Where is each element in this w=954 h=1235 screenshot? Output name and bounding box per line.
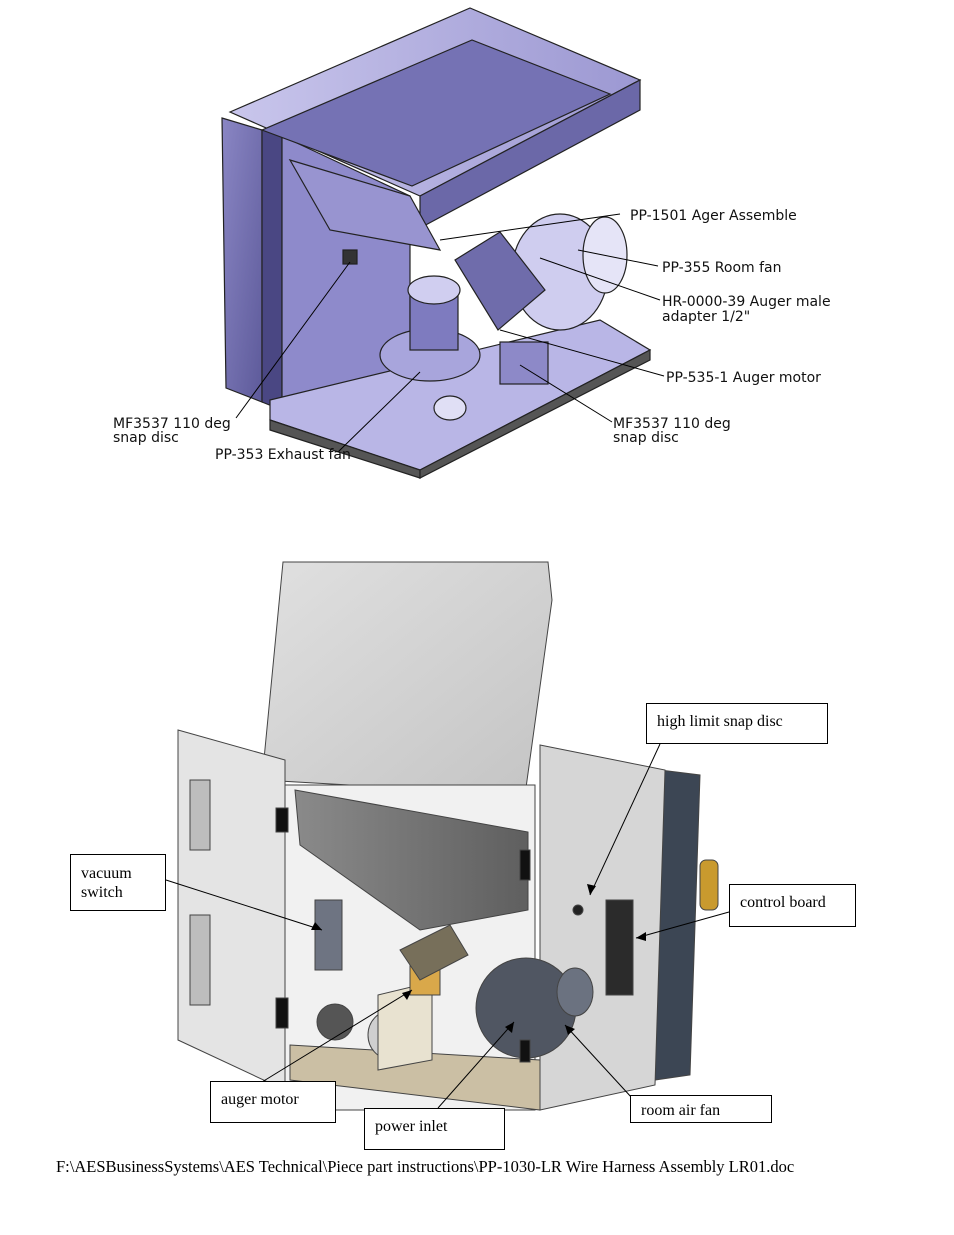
top-cabinet-drawing — [221, 7, 652, 479]
high-limit-snap-disc-callout: high limit snap disc — [646, 703, 828, 744]
top-assembly-diagram: PP-1501 Ager Assemble PP-355 Room fan HR… — [113, 7, 831, 479]
auger-adapter-label-line2: adapter 1/2" — [662, 309, 750, 325]
high-limit-snap-disc-text: high limit snap disc — [657, 713, 783, 730]
control-board-callout: control board — [729, 884, 856, 927]
control-board-text: control board — [740, 894, 826, 911]
auger-adapter-label-line1: HR-0000-39 Auger male — [662, 294, 831, 310]
auger-motor-text: auger motor — [221, 1091, 299, 1108]
bottom-cabinet-drawing — [177, 561, 719, 1111]
snap-disc-left-label-line2: snap disc — [113, 430, 179, 446]
vacuum-switch-callout: vacuum switch — [70, 854, 166, 911]
room-air-fan-callout: room air fan — [630, 1095, 772, 1123]
room-air-fan-text: room air fan — [641, 1102, 721, 1119]
top-leader-lines — [235, 213, 665, 453]
power-inlet-text: power inlet — [375, 1118, 448, 1135]
snap-disc-right-label-line1: MF3537 110 deg — [613, 416, 731, 432]
room-fan-label: PP-355 Room fan — [662, 260, 782, 276]
auger-motor-callout: auger motor — [210, 1081, 336, 1123]
document-file-path: F:\AESBusinessSystems\AES Technical\Piec… — [56, 1157, 795, 1176]
snap-disc-left-label-line1: MF3537 110 deg — [113, 416, 231, 432]
vacuum-switch-text-line2: switch — [81, 884, 123, 901]
power-inlet-callout: power inlet — [364, 1108, 505, 1150]
ager-assembly-label: PP-1501 Ager Assemble — [630, 208, 797, 224]
snap-disc-right-label-line2: snap disc — [613, 430, 679, 446]
bottom-leader-lines — [165, 743, 730, 1109]
bottom-arrowheads — [311, 884, 646, 1035]
exhaust-fan-label: PP-353 Exhaust fan — [215, 447, 351, 463]
auger-motor-label: PP-535-1 Auger motor — [666, 370, 821, 386]
vacuum-switch-text-line1: vacuum — [81, 865, 132, 882]
